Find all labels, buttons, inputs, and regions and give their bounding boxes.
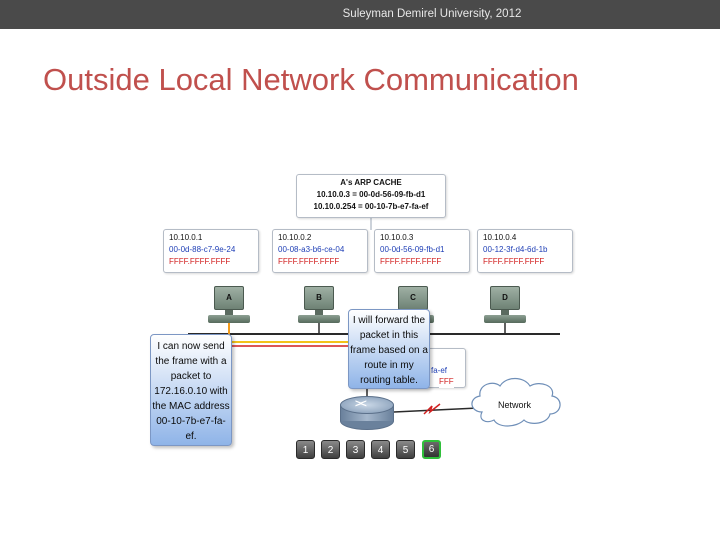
- host-broadcast: FFFF.FFFF.FFFF: [169, 257, 231, 266]
- monitor-icon: C: [398, 286, 428, 310]
- pc-label: C: [410, 293, 416, 302]
- host-b-address-box: 10.10.0.2 00-08-a3-b6-ce-04 FFFF.FFFF.FF…: [272, 229, 368, 273]
- keyboard-icon: [208, 315, 250, 323]
- router-speech-bubble: I will forward the packet in this frame …: [348, 309, 430, 389]
- host-ip: 10.10.0.4: [483, 233, 517, 242]
- monitor-stand: [225, 310, 233, 315]
- step-2-button[interactable]: 2: [321, 440, 340, 459]
- monitor-icon: D: [490, 286, 520, 310]
- arp-cache-entry: 10.10.0.3 = 00-0d-56-09-fb-d1: [316, 190, 426, 199]
- pc-label: A: [226, 293, 232, 302]
- step-1-button[interactable]: 1: [296, 440, 315, 459]
- monitor-stand: [501, 310, 509, 315]
- host-c-address-box: 10.10.0.3 00-0d-56-09-fb-d1 FFFF.FFFF.FF…: [374, 229, 470, 273]
- serial-link-zigzag-icon: [423, 403, 441, 415]
- step-3-button[interactable]: 3: [346, 440, 365, 459]
- router-broadcast-partial: FFF: [439, 376, 454, 388]
- host-mac: 00-08-a3-b6-ce-04: [278, 245, 345, 254]
- host-mac: 00-12-3f-d4-6d-1b: [483, 245, 548, 254]
- arp-cache-entry: 10.10.0.254 = 00-10-7b-e7-fa-ef: [313, 202, 429, 211]
- arp-cache-box: A's ARP CACHE 10.10.0.3 = 00-0d-56-09-fb…: [296, 174, 446, 218]
- host-d-address-box: 10.10.0.4 00-12-3f-d4-6d-1b FFFF.FFFF.FF…: [477, 229, 573, 273]
- host-a-address-box: 10.10.0.1 00-0d-88-c7-9e-24 FFFF.FFFF.FF…: [163, 229, 259, 273]
- router-arrows-icon: ><: [355, 398, 367, 410]
- router-top: ><: [340, 396, 394, 414]
- host-mac: 00-0d-56-09-fb-d1: [380, 245, 445, 254]
- header-bar: Suleyman Demirel University, 2012: [0, 0, 720, 29]
- host-a-speech-bubble: I can now send the frame with a packet t…: [150, 334, 232, 446]
- host-broadcast: FFFF.FFFF.FFFF: [483, 257, 545, 266]
- keyboard-icon: [298, 315, 340, 323]
- host-broadcast: FFFF.FFFF.FFFF: [380, 257, 442, 266]
- monitor-icon: A: [214, 286, 244, 310]
- pc-label: B: [316, 293, 322, 302]
- pc-d-icon[interactable]: D: [482, 286, 528, 330]
- host-ip: 10.10.0.2: [278, 233, 312, 242]
- step-4-button[interactable]: 4: [371, 440, 390, 459]
- university-label: Suleyman Demirel University, 2012: [342, 8, 522, 20]
- step-5-button[interactable]: 5: [396, 440, 415, 459]
- step-6-button[interactable]: 6: [422, 440, 441, 459]
- arp-cache-title: A's ARP CACHE: [340, 178, 402, 187]
- monitor-icon: B: [304, 286, 334, 310]
- pc-label: D: [502, 293, 508, 302]
- host-broadcast: FFFF.FFFF.FFFF: [278, 257, 340, 266]
- pc-a-icon[interactable]: A: [206, 286, 252, 330]
- host-ip: 10.10.0.1: [169, 233, 203, 242]
- network-cloud-label: Network: [498, 400, 532, 410]
- host-mac: 00-0d-88-c7-9e-24: [169, 245, 236, 254]
- keyboard-icon: [484, 315, 526, 323]
- router-icon[interactable]: ><: [340, 396, 394, 430]
- network-cloud-icon: [471, 377, 561, 427]
- router-to-network: [393, 407, 479, 413]
- pc-b-icon[interactable]: B: [296, 286, 342, 330]
- router-mac-partial: fa-ef: [431, 365, 448, 377]
- slide-title: Outside Local Network Communication: [43, 62, 579, 97]
- monitor-stand: [315, 310, 323, 315]
- host-ip: 10.10.0.3: [380, 233, 414, 242]
